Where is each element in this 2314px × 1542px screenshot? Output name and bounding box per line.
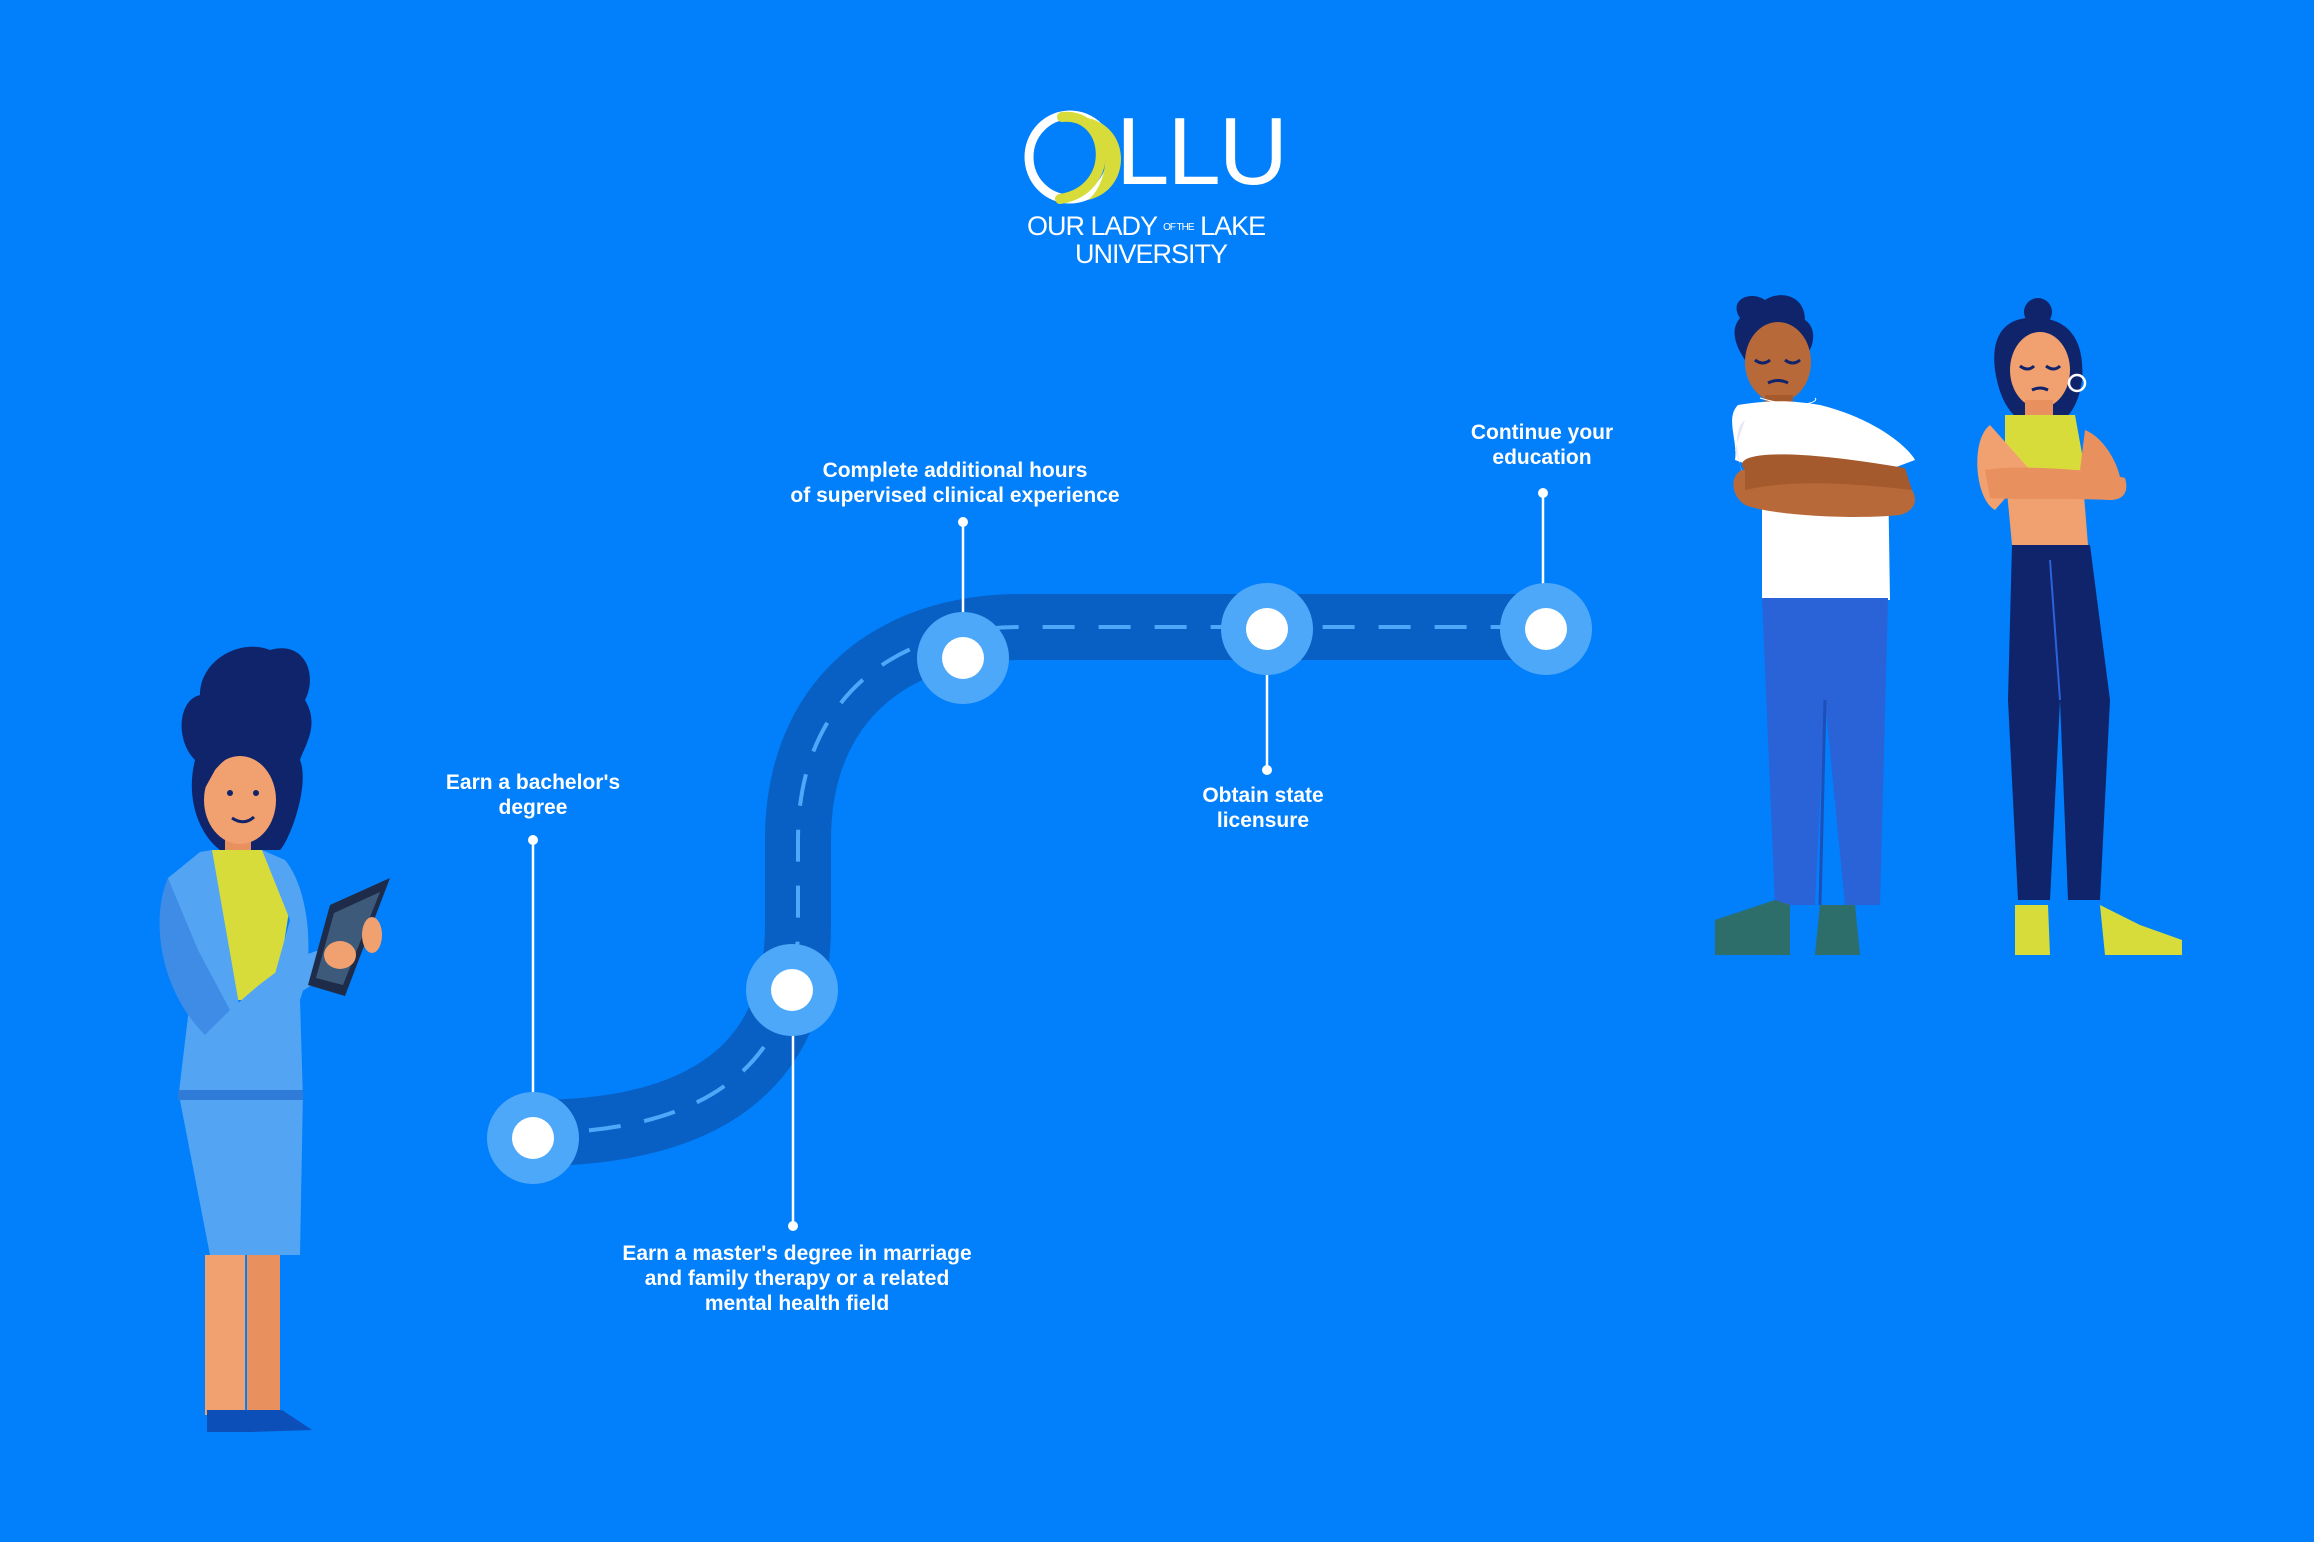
step-label-line: Obtain state — [1202, 784, 1324, 807]
logo-wordmark: LLU — [1116, 98, 1288, 205]
step-label-line: Continue your — [1470, 421, 1614, 444]
step-label-line: education — [1492, 446, 1592, 469]
step-label-masters: Earn a master's degree in marriage and f… — [622, 1241, 971, 1316]
step-label-line: Complete additional hours — [822, 459, 1088, 482]
milestone-node-2 — [746, 944, 838, 1036]
step-label-line: degree — [498, 796, 568, 819]
woman-figure — [1977, 298, 2182, 955]
logo-line-2: UNIVERSITY — [1075, 239, 1228, 269]
step-label-line: of supervised clinical experience — [790, 484, 1120, 507]
step-label-bachelors: Earn a bachelor's degree — [446, 770, 620, 820]
logo-line-1b: LAKE — [1200, 211, 1266, 241]
step-label-line: mental health field — [704, 1292, 890, 1315]
career-road — [500, 594, 1579, 1166]
logo-line-1: OUR LADY OF THE LAKE — [1027, 211, 1266, 243]
milestone-node-5 — [1500, 583, 1592, 675]
step-label-line: Earn a master's degree in marriage — [622, 1242, 972, 1265]
man-figure — [1715, 295, 1915, 955]
milestone-node-1 — [487, 1092, 579, 1184]
step-label-continue-education: Continue your education — [1471, 420, 1613, 470]
milestone-node-3 — [917, 612, 1009, 704]
step-label-clinical-hours: Complete additional hours of supervised … — [790, 458, 1119, 508]
step-label-line: licensure — [1216, 809, 1310, 832]
logo-line-1-small: OF THE — [1163, 221, 1195, 233]
milestone-node-4 — [1221, 583, 1313, 675]
step-label-line: Earn a bachelor's — [445, 771, 621, 794]
step-label-licensure: Obtain state licensure — [1202, 783, 1323, 833]
thinking-couple-illustration — [1715, 295, 2182, 955]
connector-lines — [531, 493, 1545, 1226]
ollu-crescent-logo-icon — [1024, 110, 1121, 204]
step-label-line: and family therapy or a related — [644, 1267, 950, 1290]
woman-with-tablet-illustration — [159, 646, 390, 1432]
logo-line-1a: OUR LADY — [1027, 211, 1158, 241]
